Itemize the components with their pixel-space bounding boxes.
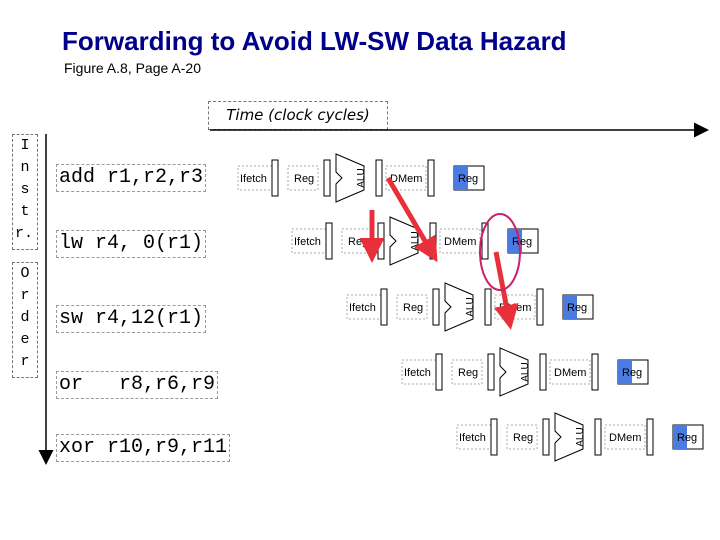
reg-read-stage [396, 294, 428, 320]
pipeline-latch [323, 159, 331, 197]
ifetch-label: Ifetch [459, 432, 486, 444]
pipeline-latch [591, 353, 599, 391]
alu-stage [554, 412, 584, 462]
pipeline-latch [481, 222, 489, 260]
ifetch-label: Ifetch [404, 367, 431, 379]
reg-label: Reg [348, 236, 368, 248]
vertical-letter: t [20, 203, 30, 220]
vertical-letter: s [20, 181, 30, 198]
alu-stage [499, 347, 529, 397]
pipeline-latch [539, 353, 547, 391]
ifetch-label: Ifetch [294, 236, 321, 248]
pipeline-latch [487, 353, 495, 391]
forwarding-arrow [385, 176, 438, 263]
pipeline-latch [375, 159, 383, 197]
pipeline-latch [542, 418, 550, 456]
instruction-or: or r8,r6,r9 [56, 371, 219, 399]
dmem-label: DMem [554, 367, 586, 379]
ifetch-label: Ifetch [240, 173, 267, 185]
order-vertical-label: O r d e r [12, 262, 38, 378]
dmem-label: DMem [609, 432, 641, 444]
ifetch-stage [401, 359, 437, 385]
vertical-letter: O [20, 265, 30, 282]
alu-stage [335, 153, 365, 203]
reg-write-label: Reg [677, 432, 697, 444]
pipeline-latch [377, 222, 385, 260]
dmem-label: DMem [444, 236, 476, 248]
vertical-letter: d [20, 309, 30, 326]
reg-label: Reg [513, 432, 533, 444]
forwarding-arrow [493, 251, 519, 330]
pipeline-latch [432, 288, 440, 326]
instr-vertical-label: I n s t r. [12, 134, 38, 250]
alu-label: ALU [465, 297, 476, 316]
pipeline-latch [646, 418, 654, 456]
dmem-stage [549, 359, 591, 385]
hazard-circle [479, 213, 521, 291]
reg-read-stage [506, 424, 538, 450]
pipeline-latch [490, 418, 498, 456]
instruction-sw: sw r4,12(r1) [56, 305, 207, 333]
reg-read-stage [287, 165, 319, 191]
ifetch-stage [237, 165, 273, 191]
vertical-letter: I [20, 137, 30, 154]
pipeline-latch [536, 288, 544, 326]
pipeline-latch [271, 159, 279, 197]
vertical-letter: r [20, 287, 30, 304]
pipeline-latch [325, 222, 333, 260]
alu-stage [444, 282, 474, 332]
reg-write-active [563, 295, 577, 319]
pipeline-latch [594, 418, 602, 456]
reg-label: Reg [458, 367, 478, 379]
pipeline-latch [484, 288, 492, 326]
reg-write-active [454, 166, 468, 190]
reg-write-active [673, 425, 687, 449]
pipeline-latch [435, 353, 443, 391]
pipeline-latch [380, 288, 388, 326]
reg-write-label: Reg [622, 367, 642, 379]
figure-reference: Figure A.8, Page A-20 [64, 60, 201, 76]
dmem-stage [604, 424, 646, 450]
instruction-lw: lw r4, 0(r1) [56, 230, 207, 258]
reg-write-label: Reg [567, 302, 587, 314]
instruction-xor: xor r10,r9,r11 [56, 434, 231, 462]
slide-title: Forwarding to Avoid LW-SW Data Hazard [62, 26, 567, 56]
reg-label: Reg [294, 173, 314, 185]
ifetch-label: Ifetch [349, 302, 376, 314]
vertical-letter: r. [15, 225, 34, 242]
reg-label: Reg [403, 302, 423, 314]
vertical-letter: r [20, 353, 30, 370]
vertical-letter: e [20, 331, 30, 348]
alu-label: ALU [575, 427, 586, 446]
reg-read-stage [451, 359, 483, 385]
pipeline-latch [427, 159, 435, 197]
alu-label: ALU [356, 168, 367, 187]
reg-write-label: Reg [458, 173, 478, 185]
ifetch-stage [291, 228, 327, 254]
alu-label: ALU [520, 362, 531, 381]
reg-write-active [618, 360, 632, 384]
instruction-add: add r1,r2,r3 [56, 164, 207, 192]
ifetch-stage [456, 424, 492, 450]
vertical-letter: n [20, 159, 30, 176]
dmem-label: DMem [390, 173, 422, 185]
reg-write-label: Reg [512, 236, 532, 248]
